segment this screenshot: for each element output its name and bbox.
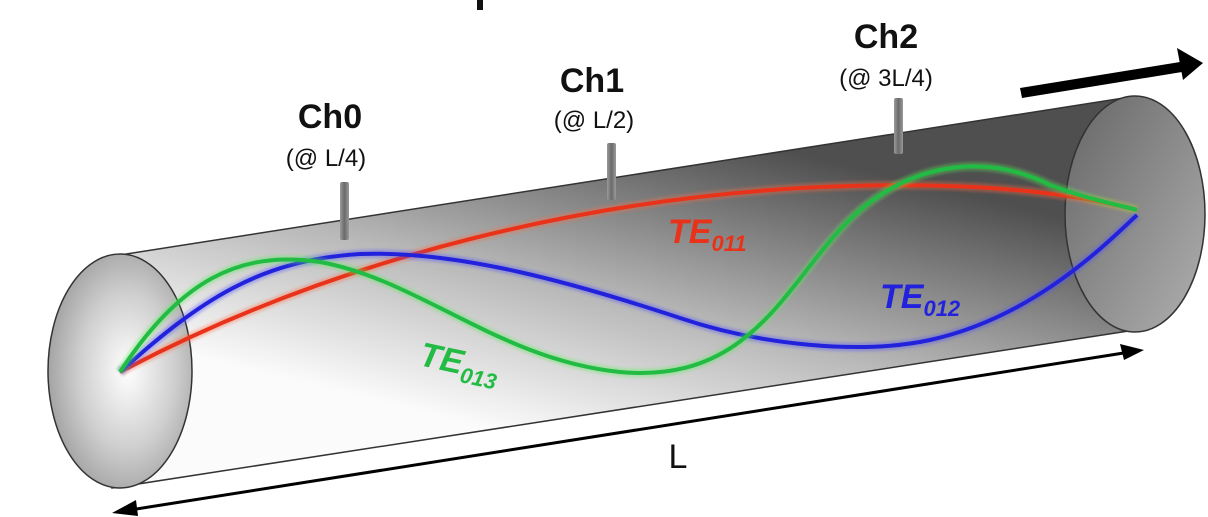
- te013-label: TE013: [415, 336, 502, 395]
- curve-te012: [118, 213, 1139, 374]
- ch0-label: Ch0: [298, 98, 362, 136]
- ch2-label: Ch2: [854, 18, 918, 56]
- curve-te013: [118, 164, 1138, 376]
- probe-ch1: [607, 143, 616, 200]
- top-edge-mark: [477, 0, 483, 10]
- length-dimension-arrow: [112, 344, 1144, 516]
- probe-ch2: [894, 98, 903, 154]
- ch1-label: Ch1: [560, 62, 624, 100]
- ch2-position: (@ 3L/4): [839, 65, 933, 92]
- cylinder-body: [111, 96, 1193, 489]
- length-label: L: [669, 438, 688, 476]
- direction-arrow: [1020, 48, 1203, 98]
- te012-label: TE012: [880, 278, 961, 321]
- ch1-position: (@ L/2): [554, 107, 634, 134]
- probe-ch0: [340, 182, 349, 240]
- mode-curves: [116, 161, 1141, 378]
- ch0-position: (@ L/4): [286, 145, 366, 172]
- curve-te011-core: [119, 183, 1138, 374]
- te011-label: TE011: [668, 213, 747, 256]
